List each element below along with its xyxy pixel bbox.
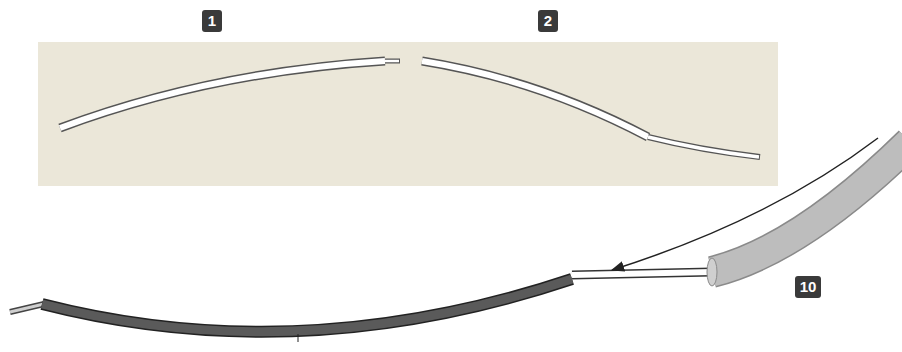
callout-number: 2: [538, 10, 558, 32]
assembled-rod: [10, 272, 712, 342]
rod-part-2: [422, 61, 760, 157]
direction-arrow: [612, 138, 878, 270]
callout-number: 1: [202, 10, 222, 32]
callout-number: 10: [795, 276, 822, 298]
rod-part-1: [60, 61, 400, 128]
tube: [707, 142, 902, 286]
panel: [38, 42, 778, 186]
